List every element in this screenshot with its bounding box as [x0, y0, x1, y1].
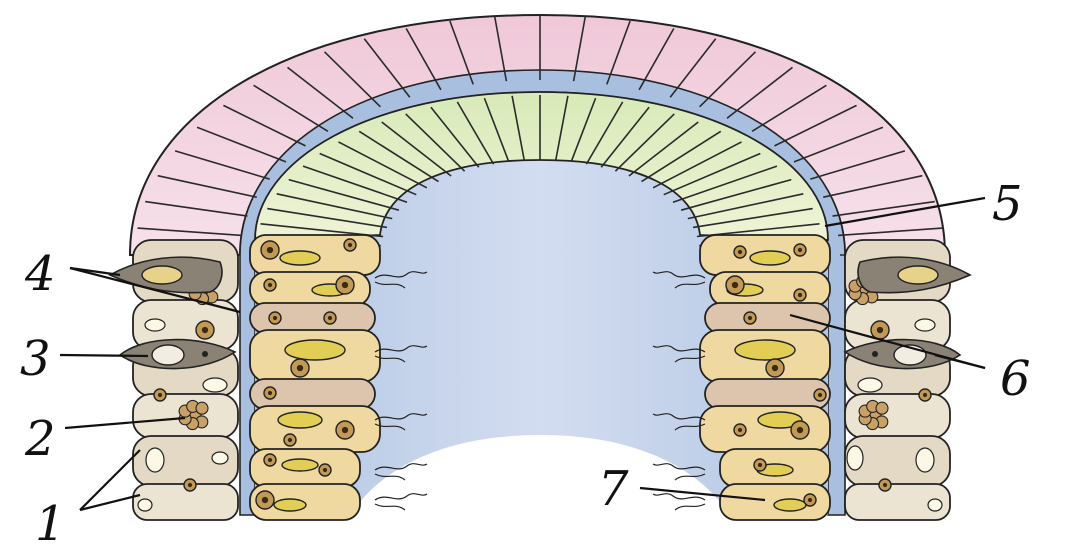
nucleolus	[748, 316, 752, 320]
nucleolus	[297, 365, 303, 371]
nucleolus	[732, 282, 738, 288]
nucleolus	[262, 497, 268, 503]
label-1: 1	[35, 496, 66, 551]
nucleolus	[268, 283, 272, 287]
nucleolus	[202, 327, 208, 333]
spindle-cell-right-top	[858, 257, 970, 293]
label-2: 2	[24, 411, 56, 467]
nucleolus	[342, 282, 348, 288]
spindle-cell-left-top	[110, 257, 222, 293]
nucleolus	[797, 427, 803, 433]
nucleolus	[877, 327, 883, 333]
nucleolus	[342, 427, 348, 433]
granule	[876, 402, 888, 414]
nucleolus	[268, 458, 272, 462]
label-4: 4	[24, 246, 56, 302]
nucleolus	[818, 393, 822, 397]
nucleolus	[798, 248, 802, 252]
nucleolus	[268, 391, 272, 395]
nucleolus	[738, 250, 742, 254]
nucleolus	[348, 243, 352, 247]
label-6: 6	[1000, 351, 1031, 407]
nucleolus	[158, 393, 162, 397]
nucleolus	[883, 483, 887, 487]
nucleolus	[288, 438, 292, 442]
label-3: 3	[20, 331, 51, 387]
granule	[196, 402, 208, 414]
nucleolus	[923, 393, 927, 397]
cilium	[675, 504, 705, 510]
nucleolus	[267, 247, 273, 253]
nucleolus	[758, 463, 762, 467]
cilium	[375, 494, 427, 500]
label-5: 5	[992, 176, 1023, 232]
nucleolus	[328, 316, 332, 320]
nucleolus	[188, 483, 192, 487]
nucleolus	[798, 293, 802, 297]
nucleolus	[273, 316, 277, 320]
nucleolus	[323, 468, 327, 472]
cilium	[375, 504, 405, 510]
nucleolus	[808, 498, 812, 502]
nucleolus	[772, 365, 778, 371]
label-7: 7	[598, 461, 629, 517]
cilium	[653, 494, 705, 500]
nucleolus	[738, 428, 742, 432]
